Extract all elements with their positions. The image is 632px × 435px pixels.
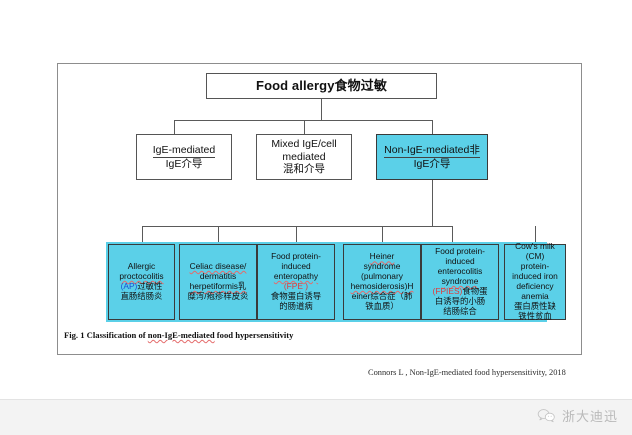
node-fpies-line6: 白诱导的小肠	[434, 295, 486, 306]
node-fpe-line1: Food protein-	[271, 251, 321, 262]
node-allergic-proctocolitis: Allergic proctocolitis (AP)过敏性 直肠结肠炎	[108, 244, 175, 320]
node-fpe-abbrev: (FPE )	[283, 281, 309, 291]
node-fpies-line3: enterocolitis	[437, 266, 483, 277]
node-fpe-line3: enteropathy	[273, 271, 319, 282]
node-food-allergy-label: Food allergy食物过敏	[256, 77, 387, 93]
connector-drop-allergic-proctocolitis	[142, 226, 143, 244]
node-cm-line6: anemia	[521, 290, 549, 301]
node-heiner-syndrome: Heiner syndrome (pulmonary hemosiderosis…	[343, 244, 421, 320]
node-fpe-line2: induced	[281, 261, 311, 272]
node-mixed-line1b: mediated	[282, 150, 326, 163]
connector-drop-celiac	[218, 226, 219, 244]
node-food-protein-induced-enteropathy: Food protein- induced enteropathy (FPE )…	[257, 244, 335, 320]
node-ige-mediated-line2: IgE介导	[165, 157, 203, 170]
connector-root-stem	[321, 99, 322, 120]
node-ige-mediated-line1: IgE-mediated	[152, 144, 216, 158]
brand-name: 浙大迪迅	[561, 409, 618, 424]
connector-drop-nonige	[432, 120, 433, 134]
node-heiner-line2: syndrome	[363, 261, 401, 272]
node-cm-line4: induced iron	[512, 271, 558, 282]
node-non-ige-line2: IgE介导	[413, 157, 451, 170]
node-ap-line2: proctocolitis	[119, 271, 164, 282]
connector-drop-mixed	[304, 120, 305, 134]
node-fpies-line1: Food protein-	[435, 246, 485, 257]
node-food-protein-induced-enterocolitis-syndrome: Food protein- induced enterocolitis synd…	[421, 244, 499, 320]
node-non-ige-line1: Non-IgE-mediated非	[384, 144, 480, 158]
node-fpies-abbrev: (FPIES)	[432, 285, 463, 296]
node-heiner-line3: (pulmonary	[361, 271, 403, 282]
node-ap-line1: Allergic	[127, 261, 156, 272]
node-ige-mediated: IgE-mediated IgE介导	[136, 134, 232, 180]
node-ap-line3: (AP)过敏性	[120, 281, 163, 291]
connector-level2-bus	[174, 120, 432, 121]
figure-caption-suffix: food hypersensitivity	[214, 330, 294, 340]
connector-drop-fpe	[296, 226, 297, 244]
connector-nonige-stem	[432, 180, 433, 226]
node-celiac-line2: dermatitis	[199, 271, 237, 282]
node-cm-line5: deficiency	[516, 281, 554, 291]
node-heiner-line6: 铁血质）	[365, 300, 399, 311]
citation-text: Connors L , Non-IgE-mediated food hypers…	[368, 368, 566, 377]
node-ap-line4: 直肠结肠炎	[120, 290, 163, 301]
node-cm-line1: Cow's milk	[515, 241, 555, 252]
node-cm-line7: 蛋白质性缺	[514, 300, 556, 311]
node-mixed-ige-cell-mediated: Mixed IgE/cell mediated 混和介导	[256, 134, 352, 180]
brand-block: 浙大迪迅	[537, 406, 618, 425]
connector-drop-ige	[174, 120, 175, 134]
connector-level3-bus	[142, 226, 452, 227]
connector-drop-fpies	[452, 226, 453, 244]
node-heiner-line5: einer综合症（肺	[351, 290, 413, 301]
figure-caption-emphasis: non-IgE-mediated	[147, 330, 215, 340]
node-celiac-line4: 糜泻/疱疹样皮炎	[187, 290, 249, 301]
node-cm-line2: (CM)	[525, 251, 545, 262]
node-heiner-line4: hemosiderosis)H	[350, 281, 414, 291]
node-cm-line8: 铁性贫血	[518, 310, 552, 321]
node-fpe-line6: 的肠道病	[279, 300, 313, 311]
node-celiac-line1: Celiac disease/	[189, 261, 247, 272]
figure-frame: Food allergy食物过敏 IgE-mediated IgE介导 Mixe…	[57, 63, 582, 355]
node-fpies-line5: (FPIES)食物蛋	[432, 285, 488, 296]
connector-drop-cm-anemia	[535, 226, 536, 244]
node-fpies-line2: induced	[445, 256, 475, 267]
node-mixed-line2: 混和介导	[282, 163, 325, 176]
figure-caption-prefix: Fig. 1 Classification of	[64, 330, 148, 340]
node-ap-abbrev: (AP)	[120, 281, 138, 291]
figure-caption: Fig. 1 Classification of non-IgE-mediate…	[64, 330, 574, 340]
node-food-allergy: Food allergy食物过敏	[206, 73, 437, 99]
node-non-ige-mediated: Non-IgE-mediated非 IgE介导	[376, 134, 488, 180]
node-fpe-line5: 食物蛋白诱导	[270, 290, 322, 301]
node-celiac-line3: herpetiformis乳	[189, 281, 247, 291]
wechat-icon	[537, 408, 556, 423]
node-mixed-line1: Mixed IgE/cell	[271, 138, 337, 151]
footer-bar: 浙大迪迅	[0, 399, 632, 435]
node-cm-line3: protein-	[520, 261, 550, 272]
node-celiac-dermatitis-herpetiformis: Celiac disease/ dermatitis herpetiformis…	[179, 244, 257, 320]
connector-drop-heiner	[382, 226, 383, 244]
node-fpies-line4: syndrome	[441, 276, 479, 287]
node-heiner-line1: Heiner	[369, 251, 395, 262]
node-cows-milk-iron-deficiency-anemia: Cow's milk (CM) protein- induced iron de…	[504, 241, 566, 321]
node-fpies-line7: 结肠综合	[443, 305, 477, 316]
